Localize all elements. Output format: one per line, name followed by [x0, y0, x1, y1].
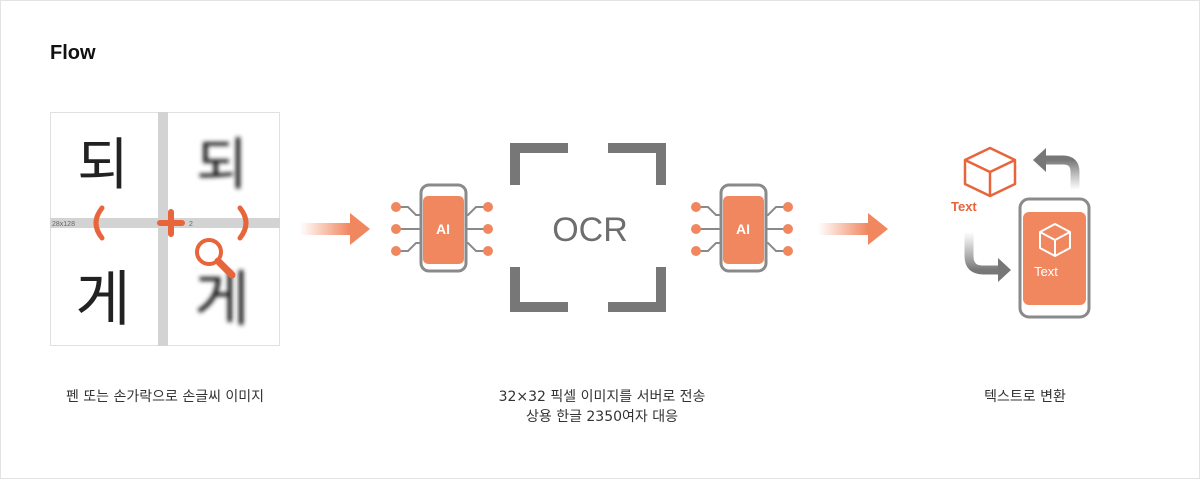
ai-chip-left: AI: [386, 183, 498, 277]
step1-caption: 펜 또는 손가락으로 손글씨 이미지: [40, 387, 290, 407]
ocr-frame: OCR: [510, 143, 666, 313]
ai-label-right: AI: [736, 221, 750, 237]
flow-arrow-1: [300, 209, 372, 249]
text-label-inner: Text: [1034, 264, 1058, 279]
ai-label-left: AI: [436, 221, 450, 237]
glyph-top-right: 되: [196, 133, 248, 196]
glyph-bottom-right: 게: [194, 266, 249, 333]
step3-caption: 텍스트로 변환: [925, 387, 1125, 407]
ocr-label: OCR: [552, 211, 628, 249]
page-title: Flow: [50, 42, 96, 65]
text-conversion-graphic: Text Text: [945, 140, 1105, 325]
step2-caption-line1: 32×32 픽셀 이미지를 서버로 전송: [452, 387, 752, 407]
flow-arrow-2: [818, 209, 890, 249]
ai-chip-right: AI: [686, 183, 798, 277]
cube-icon-outer: [965, 148, 1015, 196]
cycle-arrow-top-icon: [1033, 148, 1075, 190]
step2-caption-line2: 상용 한글 2350여자 대응: [452, 407, 752, 427]
glyph-bottom-left: 게: [75, 266, 130, 333]
grid-vertical-bar: [158, 112, 168, 346]
glyph-top-left: 되: [77, 133, 129, 196]
phone-screen: [1023, 212, 1086, 305]
size-label-left: 28x128: [52, 221, 75, 228]
cycle-arrow-bottom-icon: [969, 232, 1011, 282]
size-label-right: 2: [189, 221, 193, 228]
handwriting-grid: 28x128 2 되 되 게 게: [50, 112, 280, 346]
handwriting-panel: 28x128 2 되 되 게 게: [50, 112, 280, 346]
step2-caption: 32×32 픽셀 이미지를 서버로 전송 상용 한글 2350여자 대응: [452, 387, 752, 427]
text-label-outer: Text: [951, 199, 977, 214]
